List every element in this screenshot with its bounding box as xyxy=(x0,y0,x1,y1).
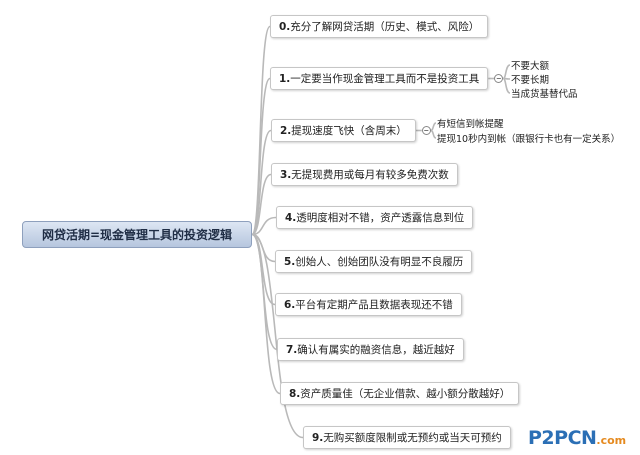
branch-number: 2. xyxy=(280,124,292,137)
branch-number: 4. xyxy=(285,211,297,224)
leaf-item[interactable]: 提现10秒内到帐（跟银行卡也有一定关系） xyxy=(437,134,621,145)
branch-node-3[interactable]: 3. 无提现费用或每月有较多免费次数 xyxy=(271,163,458,186)
branch-number: 0. xyxy=(279,20,291,33)
branch-label: 无提现费用或每月有较多免费次数 xyxy=(291,169,449,181)
branch-label: 一定要当作现金管理工具而不是投资工具 xyxy=(290,73,480,85)
branch-node-2[interactable]: 2. 提现速度飞快（含周末） xyxy=(271,119,416,142)
leaf-item[interactable]: 不要长期 xyxy=(511,75,550,86)
branch-node-9[interactable]: 9. 无购买额度限制或无预约或当天可预约 xyxy=(303,426,511,449)
branch-label: 资产质量佳（无企业借款、越小额分散越好） xyxy=(300,388,511,400)
branch-node-5[interactable]: 5. 创始人、创始团队没有明显不良履历 xyxy=(275,250,473,273)
branch-number: 9. xyxy=(312,431,324,444)
branch-connector xyxy=(251,129,272,236)
branch-label: 创始人、创始团队没有明显不良履历 xyxy=(295,256,464,268)
branch-connector xyxy=(251,173,272,236)
branch-number: 8. xyxy=(289,387,301,400)
root-node[interactable]: 网贷活期=现金管理工具的投资逻辑 xyxy=(22,221,252,248)
branch-number: 3. xyxy=(280,168,292,181)
branch-connector xyxy=(251,233,304,439)
branch-node-4[interactable]: 4. 透明度相对不错，资产透露信息到位 xyxy=(276,206,474,229)
branch-number: 7. xyxy=(286,343,298,356)
branch-connector xyxy=(251,77,271,236)
branch-node-0[interactable]: 0. 充分了解网贷活期（历史、模式、风险） xyxy=(270,15,489,38)
branch-node-6[interactable]: 6. 平台有定期产品且数据表现还不错 xyxy=(275,293,462,316)
branch-connector xyxy=(251,233,281,395)
branch-label: 确认有属实的融资信息，越近越好 xyxy=(297,344,455,356)
branch-label: 平台有定期产品且数据表现还不错 xyxy=(295,299,453,311)
collapse-toggle-2[interactable]: − xyxy=(421,126,431,135)
branch-label: 透明度相对不错，资产透露信息到位 xyxy=(296,212,465,224)
branch-connector xyxy=(251,216,277,236)
site-logo: P2PCN.com xyxy=(528,427,627,449)
leaf-item[interactable]: 有短信到帐提醒 xyxy=(437,119,504,130)
branch-node-8[interactable]: 8. 资产质量佳（无企业借款、越小额分散越好） xyxy=(280,382,520,405)
branch-node-7[interactable]: 7. 确认有属实的融资信息，越近越好 xyxy=(277,338,464,361)
branch-label: 提现速度飞快（含周末） xyxy=(291,125,407,137)
leaf-item[interactable]: 不要大额 xyxy=(511,61,550,72)
branch-label: 充分了解网贷活期（历史、模式、风险） xyxy=(290,21,480,33)
leaf-connector xyxy=(430,122,437,132)
branch-number: 5. xyxy=(284,255,296,268)
leaf-connector xyxy=(430,129,437,139)
branch-number: 1. xyxy=(279,72,291,85)
collapse-toggle-1[interactable]: − xyxy=(494,74,504,83)
branch-number: 6. xyxy=(284,298,296,311)
branch-node-1[interactable]: 1. 一定要当作现金管理工具而不是投资工具 xyxy=(270,67,489,90)
leaf-connector xyxy=(502,77,511,94)
branch-label: 无购买额度限制或无预约或当天可预约 xyxy=(323,432,502,444)
leaf-connector xyxy=(502,64,511,80)
leaf-item[interactable]: 当成货基替代品 xyxy=(511,89,578,100)
